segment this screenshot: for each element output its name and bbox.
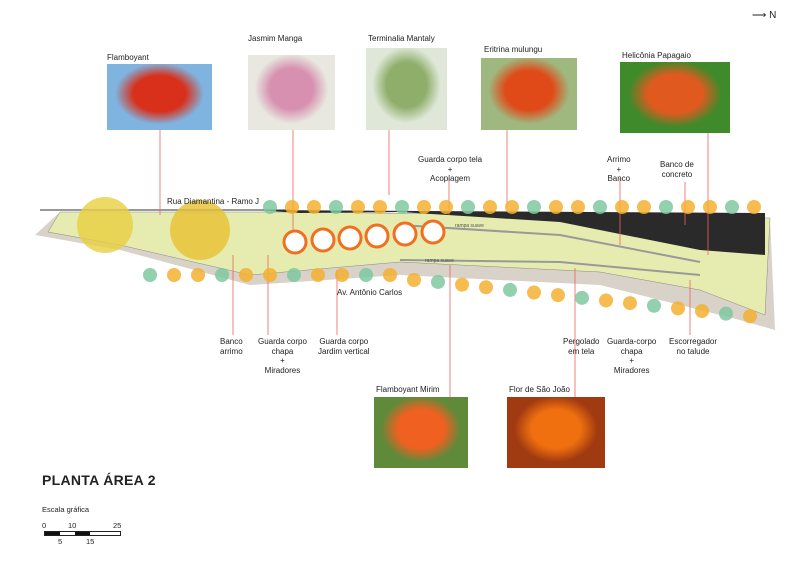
tree-row-bottom (575, 290, 589, 305)
photo-title-heliconia: Helicônia Papagaio (622, 51, 691, 60)
tree-row-top (637, 200, 651, 214)
tree-row-bottom (263, 268, 277, 282)
tree-flamboyant (310, 227, 336, 253)
tree-row-bottom (719, 306, 733, 321)
tree-row-bottom (383, 268, 397, 282)
tree-row-top (329, 200, 343, 214)
photo-title-eritrina: Eritrina mulungu (484, 45, 543, 54)
scale-label: Escala gráfica (42, 505, 90, 514)
scale-tick: 25 (113, 521, 122, 530)
tree-row-bottom (551, 288, 565, 303)
tree-row-top (395, 200, 409, 214)
tree-row-top (483, 200, 497, 214)
photo-jasmim-manga (248, 55, 335, 130)
tree-row-top (373, 200, 387, 214)
tree-row-top (571, 200, 585, 214)
tree-row-bottom (407, 273, 421, 287)
tree-flamboyant (420, 219, 446, 245)
scale-tick: 15 (86, 537, 95, 546)
tree-row-top (681, 200, 695, 214)
tree-flamboyant (282, 229, 308, 255)
photo-title-flamboyant-mirim: Flamboyant Mirim (376, 385, 440, 394)
page-title: PLANTA ÁREA 2 (42, 472, 156, 488)
tree-row-bottom (431, 274, 445, 289)
tree-row-top (263, 200, 277, 214)
photo-title-flamboyant: Flamboyant (107, 53, 149, 62)
tree-row-bottom (647, 298, 661, 313)
tree-row-top (615, 200, 629, 214)
photo-title-flor-sao-joao: Flor de São João (509, 385, 570, 394)
tree-row-bottom (743, 309, 757, 324)
photo-flor-sao-joao (507, 397, 605, 468)
tree-row-top (703, 200, 717, 214)
tree-row-bottom (599, 293, 613, 308)
tree-row-bottom (527, 285, 541, 300)
north-arrow-icon: ⟶ (752, 10, 767, 21)
tree-row-top (417, 200, 431, 214)
tree-row-top (461, 200, 475, 214)
path-label-upper: rampa suave (455, 223, 484, 229)
tree-ipe (77, 197, 133, 253)
tree-row-top (549, 200, 563, 214)
tree-row-bottom (359, 268, 373, 282)
tree-row-top (527, 200, 541, 214)
tree-row-bottom (167, 268, 181, 282)
tree-row-bottom (239, 268, 253, 282)
north-indicator: ⟶ N (752, 10, 776, 21)
tree-row-top (351, 200, 365, 214)
scale-tick: 0 (42, 521, 47, 530)
tree-row-top (505, 200, 519, 214)
tree-row-bottom (215, 268, 229, 282)
street-label-bottom: Av. Antônio Carlos (337, 288, 403, 297)
photo-terminalia (366, 48, 447, 130)
photo-title-terminalia: Terminalia Mantaly (368, 34, 435, 43)
photo-title-jasmim: Jasmim Manga (248, 34, 303, 43)
street-label-top: Rua Diamantina - Ramo J (167, 197, 260, 206)
tree-row-bottom (623, 296, 637, 311)
ramp-upper (399, 224, 701, 263)
tree-row-bottom (503, 282, 517, 297)
photo-flamboyant (107, 64, 212, 130)
tree-row-top (593, 200, 607, 214)
tree-row-bottom (671, 301, 685, 316)
tree-row-top (307, 200, 321, 214)
tree-row-bottom (695, 304, 709, 319)
tree-flamboyant (337, 225, 363, 251)
tree-flamboyant (392, 221, 418, 247)
tree-row-bottom (335, 268, 349, 282)
tree-row-bottom (479, 280, 493, 295)
photo-eritrina (481, 58, 577, 130)
tree-row-bottom (287, 268, 301, 282)
scale-tick: 5 (58, 537, 63, 546)
tree-ipe (170, 200, 230, 260)
tree-row-bottom (143, 268, 157, 282)
tree-row-top (659, 200, 673, 214)
annotation-arrimo-banco: Arrimo+Banco (607, 155, 631, 183)
tree-row-bottom (191, 268, 205, 282)
scale-bar (44, 531, 121, 536)
annotation-guarda-tela: Guarda corpo tela+Acoplagem (418, 155, 483, 183)
tree-flamboyant (364, 223, 390, 249)
tree-row-top (725, 200, 739, 214)
tree-row-bottom (455, 277, 469, 292)
tree-row-top (439, 200, 453, 214)
tree-row-bottom (311, 268, 325, 282)
tree-row-top (747, 200, 761, 214)
north-label: N (769, 10, 777, 21)
photo-heliconia (620, 62, 730, 133)
ramp-lower (399, 259, 701, 276)
retaining-wall (255, 210, 765, 255)
path-label-lower: rampa suave (425, 258, 454, 264)
photo-flamboyant-mirim (374, 397, 468, 468)
tree-row-top (285, 200, 299, 214)
scale-tick: 10 (68, 521, 77, 530)
